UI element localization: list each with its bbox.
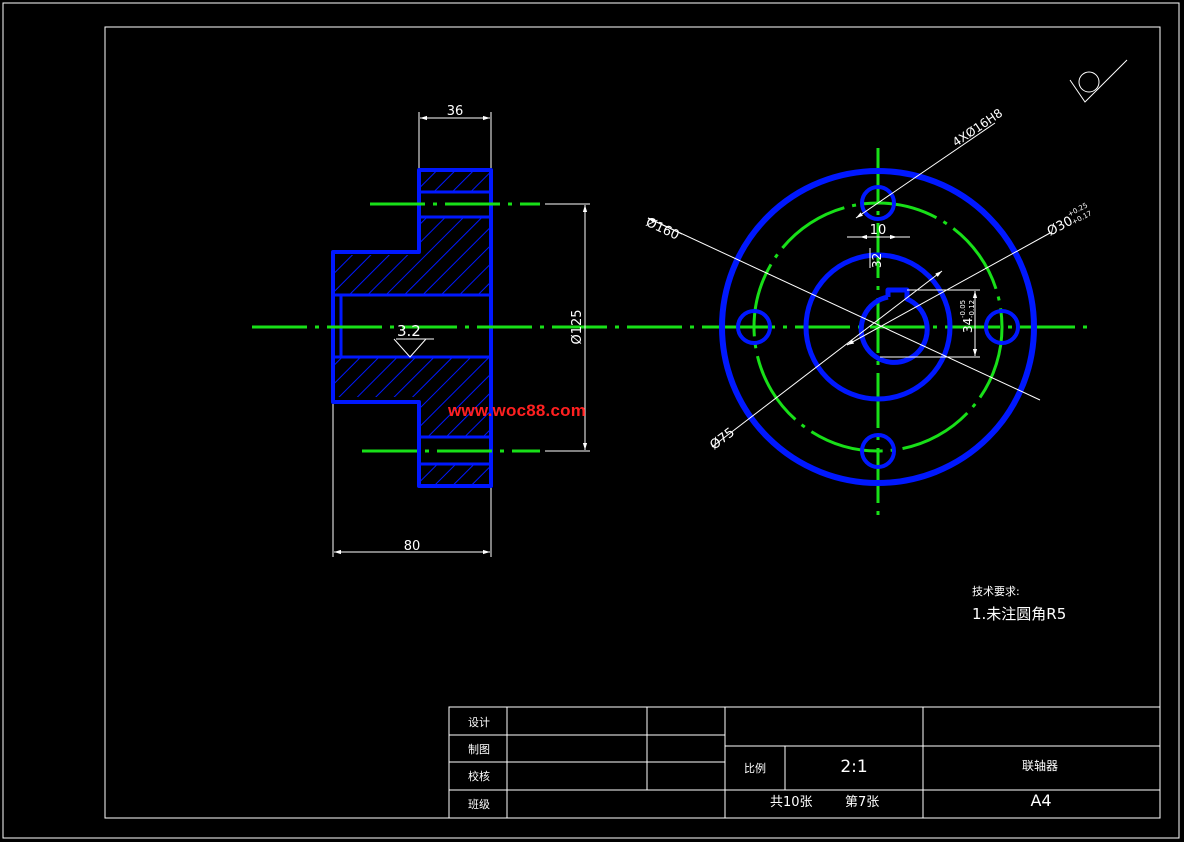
tb-scale-value: 2:1 — [840, 757, 867, 777]
hub-circle — [803, 252, 953, 402]
tb-part-name: 联轴器 — [1022, 758, 1058, 773]
tb-sheet-no: 第7张 — [845, 795, 879, 810]
tb-sheets-total: 共10张 — [770, 795, 813, 810]
dim-bore: Ø30 +0.25 +0.17 — [1045, 201, 1093, 239]
bolt-hole-right — [984, 309, 1020, 345]
dim-75: Ø75 — [707, 425, 737, 453]
section-view — [252, 168, 720, 488]
dim-key-depth: 32 — [870, 253, 884, 268]
dim-key-34-value: 34 — [961, 318, 975, 333]
section-dimensions — [332, 112, 590, 557]
roughness-value: 3.2 — [397, 322, 421, 340]
dim-key-34: 34 -0.05 -0.12 — [959, 300, 976, 333]
dim-80: 80 — [404, 539, 421, 554]
section-outline — [331, 168, 493, 488]
surface-finish-symbol — [1069, 59, 1128, 103]
front-view — [719, 148, 1090, 515]
dim-holes: 4XØ16H8 — [950, 106, 1005, 150]
tb-scale-label: 比例 — [744, 761, 766, 775]
bolt-hole-bottom — [860, 433, 896, 469]
tb-design: 设计 — [468, 716, 490, 729]
dim-key-34-lower: -0.12 — [968, 300, 976, 318]
title-block — [448, 706, 1161, 819]
watermark: www.woc88.com — [448, 401, 587, 420]
notes-item-1: 1.未注圆角R5 — [972, 605, 1066, 623]
dim-125: Ø125 — [570, 309, 585, 344]
section-hatch — [333, 170, 491, 486]
bore-keyway — [858, 287, 930, 365]
tb-drawing: 制图 — [468, 743, 490, 756]
bolt-hole-left — [736, 309, 772, 345]
dim-key-34-upper: -0.05 — [959, 300, 967, 318]
notes-title: 技术要求: — [972, 585, 1020, 598]
dim-36: 36 — [447, 104, 464, 119]
tb-class: 班级 — [468, 798, 490, 811]
dim-160: Ø160 — [643, 215, 681, 243]
dim-key-width: 10 — [870, 223, 887, 238]
tb-paper: A4 — [1030, 791, 1051, 810]
front-dimensions — [647, 122, 1051, 448]
bolt-hole-top — [860, 185, 896, 221]
flange-outer-circle — [719, 168, 1037, 486]
tb-check: 校核 — [468, 769, 490, 783]
